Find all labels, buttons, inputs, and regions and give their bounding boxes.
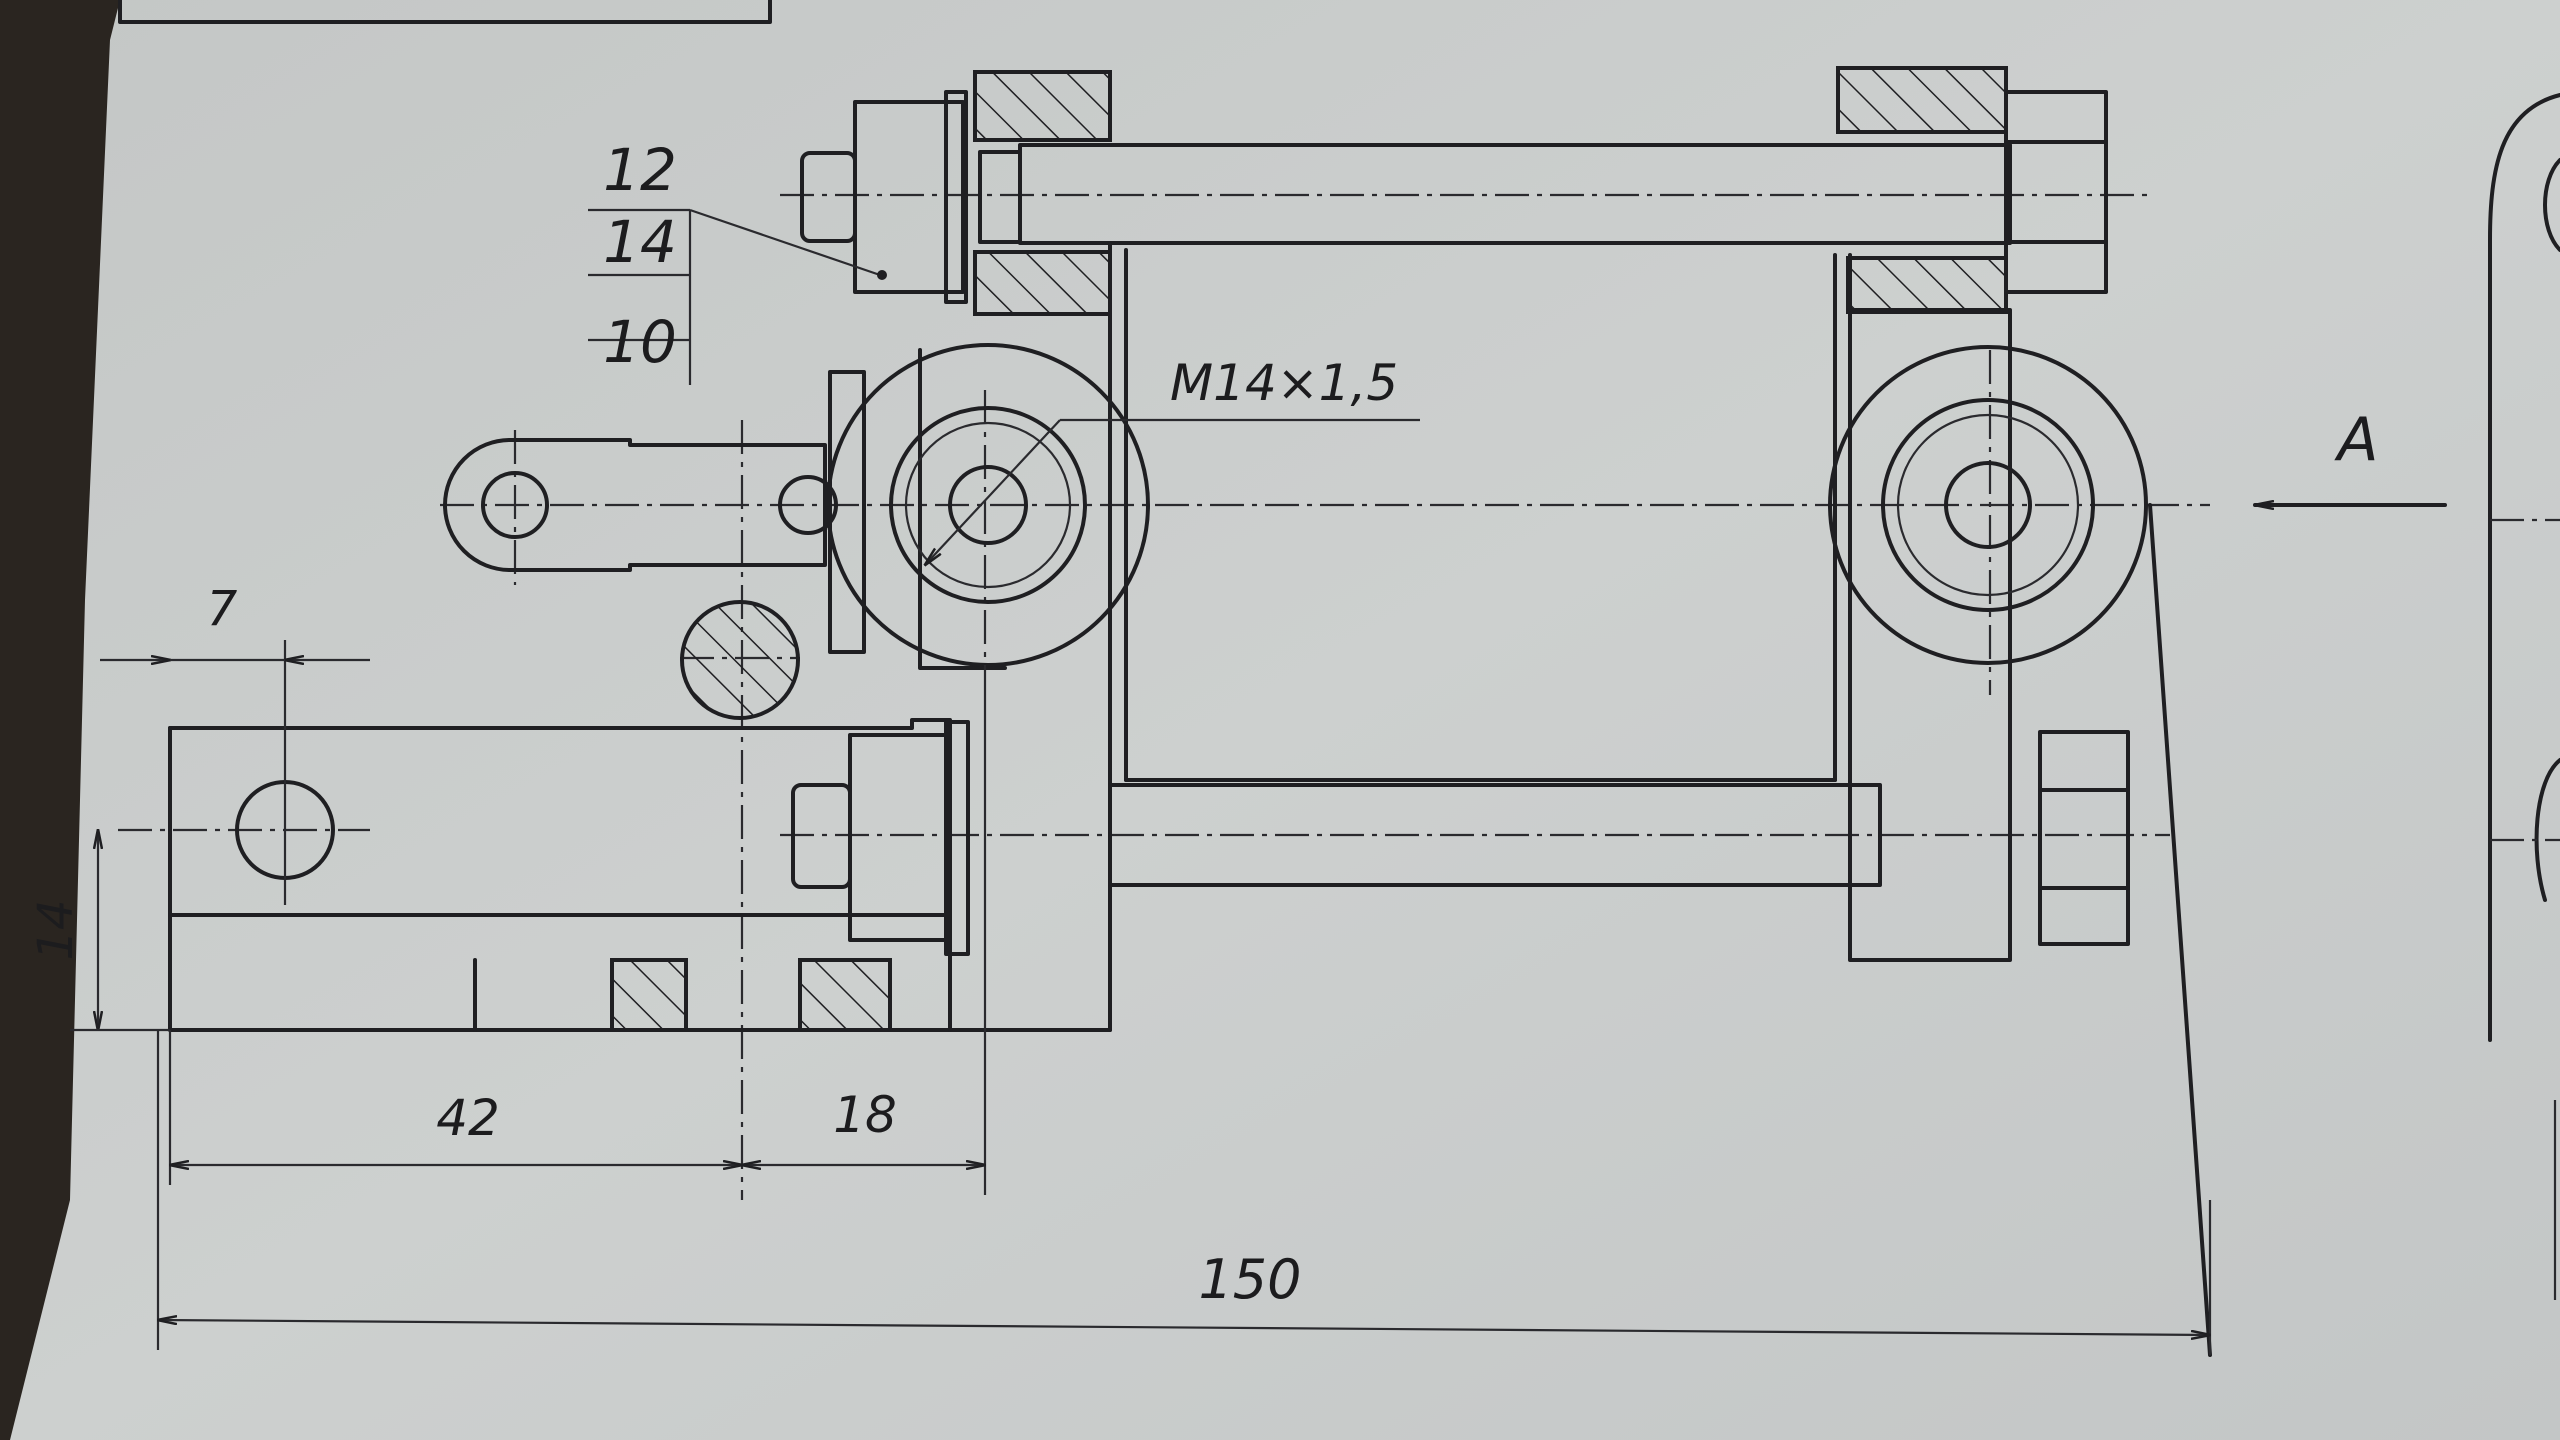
dimension-plate-height: 14	[28, 830, 170, 1032]
paper-sheet	[10, 0, 2560, 1440]
callout-label-bottom: 10	[603, 308, 677, 376]
part-callout-stack: 12 14 10	[588, 136, 887, 385]
right-pulley	[1828, 308, 2212, 1357]
bottom-bolt-assembly	[791, 720, 2130, 956]
dimension-label-overall-length: 150	[1198, 1248, 1301, 1311]
dimension-label-hole-offset: 7	[207, 581, 238, 637]
top-bolt-assembly	[800, 66, 2108, 316]
dimension-hole-offset: 7	[100, 581, 370, 760]
left-link	[443, 438, 838, 720]
view-label: A	[2333, 405, 2378, 475]
dimension-label-mid-span: 18	[833, 1086, 897, 1144]
thread-callout-label: M14×1,5	[1170, 354, 1398, 412]
left-pulley	[826, 343, 1420, 670]
dimension-left-span: 42	[168, 1030, 742, 1185]
dimension-label-plate-height: 14	[28, 899, 84, 960]
dimension-label-left-span: 42	[436, 1089, 500, 1147]
dimension-mid-span: 18	[742, 665, 987, 1195]
callout-label-top: 12	[603, 136, 677, 204]
dimension-overall-length: 150	[156, 1030, 2212, 1355]
callout-label-mid: 14	[603, 208, 677, 276]
lower-plate	[168, 718, 952, 1032]
adjacent-view-fragment	[2488, 93, 2560, 1300]
view-direction-arrow: A	[2253, 405, 2447, 505]
title-block-fragment	[118, 0, 772, 24]
center-axes	[118, 193, 2210, 1200]
